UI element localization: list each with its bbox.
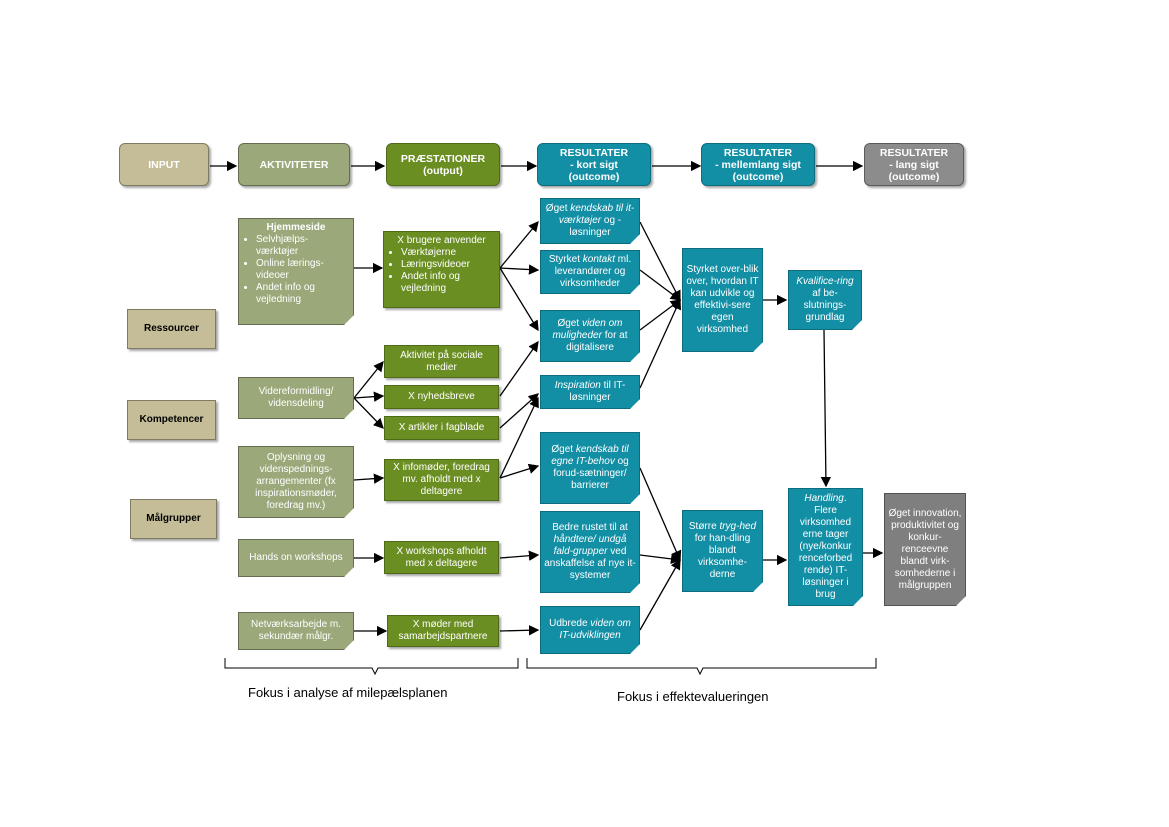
oplysning-label: Oplysning og videnspednings-arrangemente… (255, 452, 337, 511)
list-item: Andet info og vejledning (401, 271, 496, 295)
output-workshops: X workshops afholdt med x deltagere (384, 541, 499, 574)
header-aktiviteter: AKTIVITETER (238, 143, 350, 186)
activity-hands-on: Hands on workshops (238, 539, 354, 577)
output-sociale-medier: Aktivitet på sociale medier (384, 345, 499, 378)
footer-effekt: Fokus i effektevalueringen (617, 689, 769, 704)
header-lang-sub: - lang sigt (889, 158, 939, 171)
header-input-label: INPUT (148, 158, 180, 171)
short-result-4-text: Inspiration til IT-løsninger (554, 380, 626, 403)
activity-videreformidling: Videreformidling/ vidensdeling (238, 377, 354, 419)
handling-text: Handling. Flere virksomhed erne tager (n… (798, 493, 853, 600)
list-item: Andet info og vejledning (256, 282, 350, 306)
infomoeder-label: X infomøder, foredrag mv. afholdt med x … (393, 462, 490, 497)
output-moeder: X møder med samarbejdspartnere (387, 615, 499, 647)
long-result-handling: Handling. Flere virksomhed erne tager (n… (788, 488, 863, 606)
header-praestationer-label: PRÆSTATIONER (400, 152, 486, 165)
hjemmeside-title: Hjemmeside (266, 222, 326, 233)
footer-milepael: Fokus i analyse af milepælsplanen (248, 685, 448, 700)
output-artikler: X artikler i fagblade (384, 416, 499, 440)
short-result-kendskab-behov: Øget kendskab til egne IT-behov og forud… (540, 432, 640, 504)
short-result-5-text: Øget kendskab til egne IT-behov og forud… (551, 444, 629, 491)
activity-netvaerk: Netværksarbejde m. sekundær målgr. (238, 612, 354, 650)
activity-oplysning: Oplysning og videnspednings-arrangemente… (238, 446, 354, 518)
header-kort-sigt: RESULTATER - kort sigt (outcome) (537, 143, 651, 186)
short-result-1-text: Øget kendskab til it-værktøjer og -løsni… (545, 203, 635, 238)
output-brugere: X brugere anvender Værktøjerne Læringsvi… (383, 231, 500, 308)
medium-result-overblik: Styrket over-blik over, hvordan IT kan u… (682, 248, 763, 352)
input-maalgrupper-label: Målgrupper (146, 513, 201, 524)
short-result-2-text: Styrket kontakt ml. leverandører og virk… (548, 254, 632, 289)
header-kort-sub: - kort sigt (570, 158, 618, 171)
long-result-kvalificering: Kvalifice-ring af be-slutnings-grundlag (788, 270, 862, 330)
short-result-kontakt: Styrket kontakt ml. leverandører og virk… (540, 250, 640, 294)
long-result-innovation: Øget innovation, produktivitet og konkur… (884, 493, 966, 606)
header-mellem-sub: - mellemlang sigt (715, 158, 801, 171)
input-ressourcer: Ressourcer (127, 309, 216, 349)
header-input: INPUT (119, 143, 209, 186)
short-result-viden-muligheder: Øget viden om muligheder for at digitali… (540, 310, 640, 362)
header-praestationer-sub: (output) (423, 164, 463, 177)
short-result-inspiration: Inspiration til IT-løsninger (540, 375, 640, 409)
header-aktiviteter-label: AKTIVITETER (259, 158, 329, 171)
list-item: Selvhjælps-værktøjer (256, 234, 350, 258)
medium-result-tryghed: Større tryg-hed for han-dling blandt vir… (682, 510, 763, 592)
header-mellem-outcome: (outcome) (732, 170, 784, 183)
short-result-7-text: Udbrede viden om IT-udviklingen (549, 618, 631, 641)
input-ressourcer-label: Ressourcer (143, 323, 200, 334)
videreformidling-label: Videreformidling/ vidensdeling (258, 386, 334, 409)
nyhedsbreve-label: X nyhedsbreve (408, 391, 475, 402)
hjemmeside-list: Selvhjælps-værktøjer Online lærings-vide… (242, 234, 350, 306)
output-nyhedsbreve: X nyhedsbreve (384, 385, 499, 409)
input-kompetencer-label: Kompetencer (139, 414, 204, 425)
header-kort-outcome: (outcome) (568, 170, 620, 183)
sociale-label: Aktivitet på sociale medier (400, 349, 483, 373)
short-result-kendskab-it: Øget kendskab til it-værktøjer og -løsni… (540, 198, 640, 244)
short-result-bedre-rustet: Bedre rustet til at håndtere/ undgå fald… (540, 511, 640, 593)
artikler-label: X artikler i fagblade (398, 422, 485, 433)
short-result-udbrede-viden: Udbrede viden om IT-udviklingen (540, 606, 640, 654)
header-lang-label: RESULTATER (879, 146, 949, 159)
list-item: Online lærings-videoer (256, 258, 350, 282)
brugere-title: X brugere anvender (397, 235, 486, 246)
innovation-label: Øget innovation, produktivitet og konkur… (888, 507, 962, 591)
list-item: Værktøjerne (401, 247, 496, 259)
short-result-3-text: Øget viden om muligheder for at digitali… (552, 318, 628, 353)
header-mellem-label: RESULTATER (723, 146, 793, 159)
tryghed-text: Større tryg-hed for han-dling blandt vir… (688, 521, 757, 580)
activity-hjemmeside: Hjemmeside Selvhjælps-værktøjer Online l… (238, 218, 354, 325)
input-maalgrupper: Målgrupper (130, 499, 217, 539)
short-result-6-text: Bedre rustet til at håndtere/ undgå fald… (544, 522, 636, 581)
header-lang-sigt: RESULTATER - lang sigt (outcome) (864, 143, 964, 186)
footer-brackets (224, 658, 877, 676)
header-kort-label: RESULTATER (559, 146, 629, 159)
moeder-label: X møder med samarbejdspartnere (398, 619, 488, 642)
header-praestationer: PRÆSTATIONER (output) (386, 143, 500, 186)
header-mellemlang-sigt: RESULTATER - mellemlang sigt (outcome) (701, 143, 815, 186)
brugere-list: Værktøjerne Læringsvideoer Andet info og… (387, 247, 496, 295)
input-kompetencer: Kompetencer (127, 400, 216, 440)
output-infomoeder: X infomøder, foredrag mv. afholdt med x … (384, 459, 499, 501)
hands-on-label: Hands on workshops (249, 552, 343, 563)
workshops-label: X workshops afholdt med x deltagere (396, 545, 487, 569)
list-item: Læringsvideoer (401, 259, 496, 271)
kvalificering-text: Kvalifice-ring af be-slutnings-grundlag (796, 276, 854, 323)
overblik-label: Styrket over-blik over, hvordan IT kan u… (686, 264, 759, 335)
header-lang-outcome: (outcome) (888, 170, 940, 183)
netvaerk-label: Netværksarbejde m. sekundær målgr. (250, 619, 342, 642)
